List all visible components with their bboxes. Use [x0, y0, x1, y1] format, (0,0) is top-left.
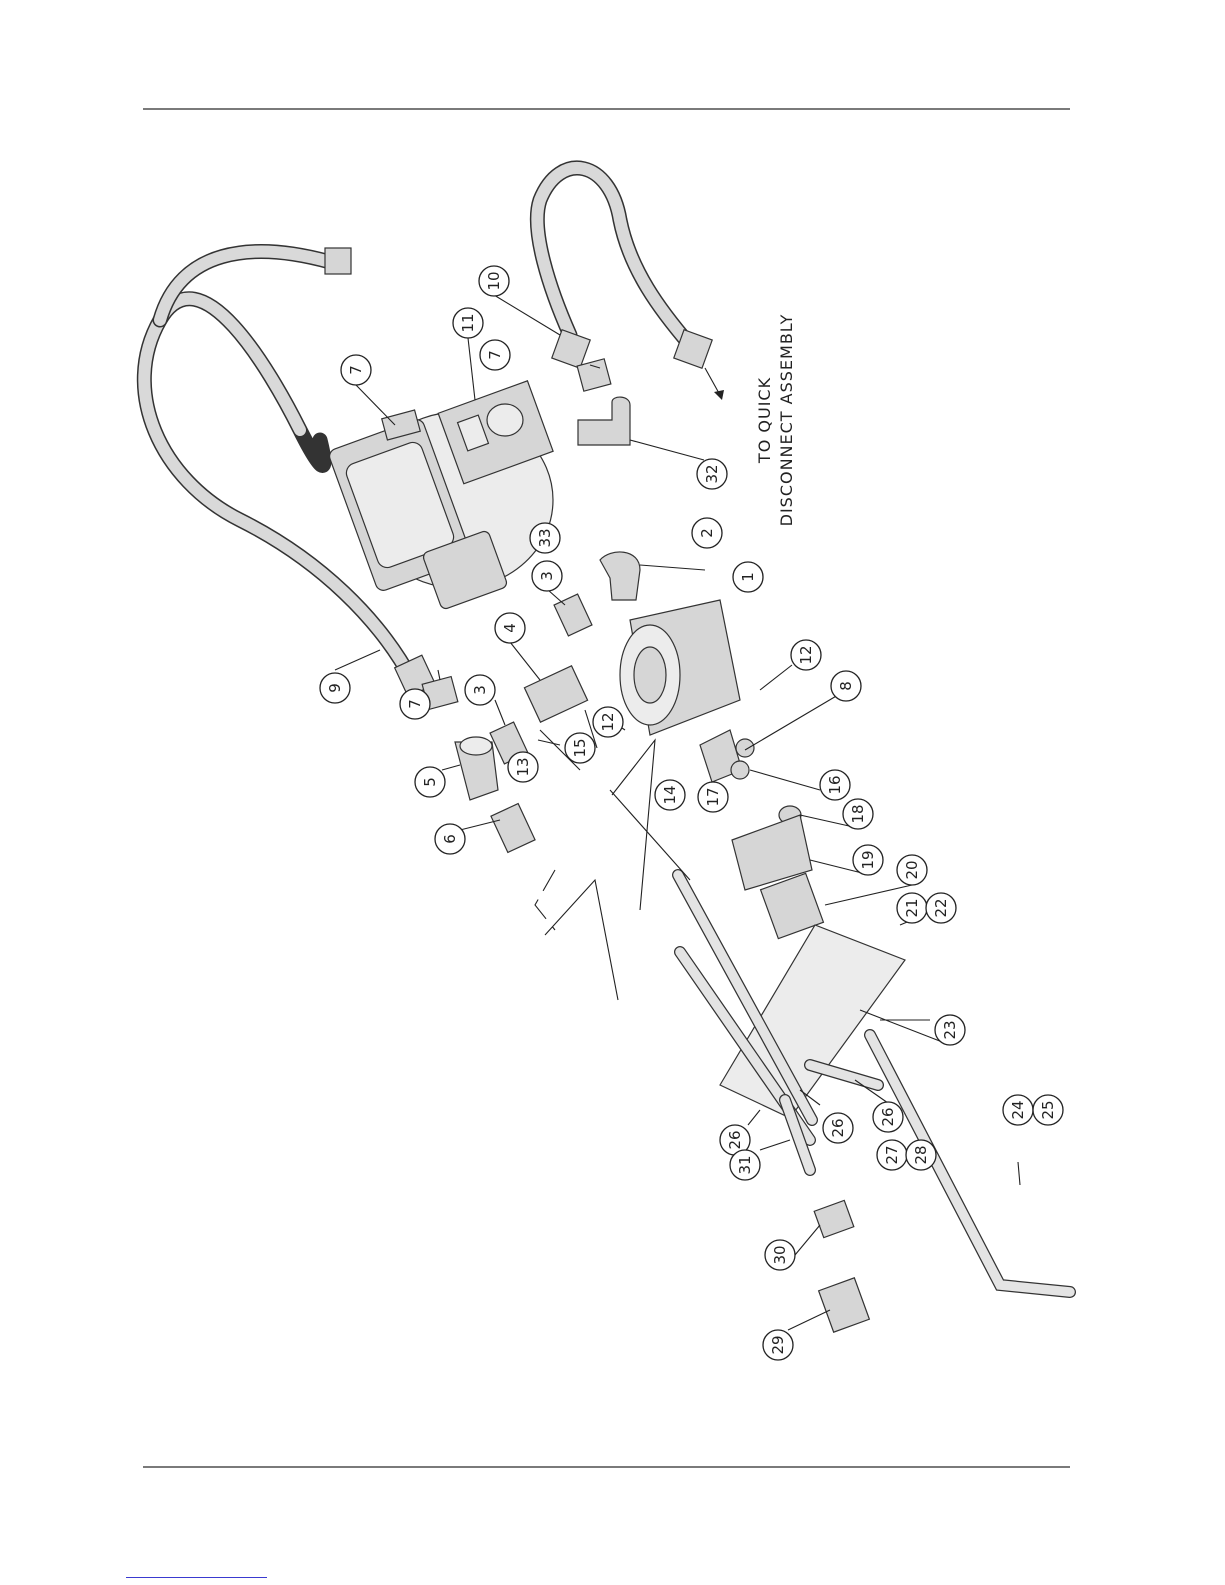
svg-text:7: 7	[347, 365, 365, 375]
callout-3a: 3	[532, 561, 562, 591]
svg-text:24: 24	[1009, 1100, 1027, 1119]
svg-text:16: 16	[826, 775, 844, 794]
callout-13: 13	[508, 752, 538, 782]
annotation-text: TO QUICK DISCONNECT ASSEMBLY	[755, 314, 796, 527]
callout-30: 30	[765, 1240, 795, 1270]
callout-33: 33	[530, 523, 560, 553]
break-lines	[535, 740, 655, 1000]
svg-text:7: 7	[486, 350, 504, 360]
svg-text:27: 27	[883, 1145, 901, 1164]
callout-6: 6	[435, 824, 465, 854]
callout-27: 27	[877, 1140, 907, 1170]
callout-2: 2	[692, 518, 722, 548]
callout-22: 22	[926, 893, 956, 923]
callout-5: 5	[415, 767, 445, 797]
svg-text:10: 10	[485, 271, 503, 290]
svg-text:15: 15	[571, 738, 589, 757]
svg-text:26: 26	[726, 1130, 744, 1149]
callout-9: 9	[320, 673, 350, 703]
svg-text:26: 26	[829, 1118, 847, 1137]
elbow-32	[578, 397, 630, 445]
hose-upper	[160, 248, 351, 320]
hose-10	[537, 168, 712, 368]
callout-15: 15	[565, 733, 595, 763]
callout-28: 28	[906, 1140, 936, 1170]
annotation-line-2: DISCONNECT ASSEMBLY	[777, 314, 796, 527]
callout-16: 16	[820, 770, 850, 800]
callout-12b: 12	[791, 640, 821, 670]
svg-text:28: 28	[912, 1145, 930, 1164]
callout-10: 10	[479, 266, 509, 296]
arrow-to-quick-disconnect	[705, 368, 724, 400]
callout-14: 14	[655, 780, 685, 810]
svg-text:30: 30	[771, 1245, 789, 1264]
callout-4: 4	[495, 613, 525, 643]
svg-text:5: 5	[421, 777, 439, 787]
svg-text:8: 8	[837, 681, 855, 691]
callout-20: 20	[897, 855, 927, 885]
bracket-4	[524, 666, 587, 722]
svg-text:26: 26	[879, 1107, 897, 1126]
callout-25: 25	[1033, 1095, 1063, 1125]
svg-text:13: 13	[514, 757, 532, 776]
callout-18: 18	[843, 799, 873, 829]
callout-1: 1	[733, 562, 763, 592]
svg-text:32: 32	[703, 464, 721, 483]
svg-text:31: 31	[736, 1155, 754, 1174]
callout-19: 19	[853, 845, 883, 875]
svg-text:7: 7	[406, 699, 424, 709]
callout-7c: 7	[400, 689, 430, 719]
callout-11: 11	[453, 308, 483, 338]
callout-32: 32	[697, 459, 727, 489]
callout-29: 29	[763, 1330, 793, 1360]
callout-3b: 3	[465, 675, 495, 705]
callout-24: 24	[1003, 1095, 1033, 1125]
svg-text:12: 12	[797, 645, 815, 664]
svg-text:14: 14	[661, 785, 679, 804]
svg-text:9: 9	[326, 683, 344, 693]
callout-17: 17	[698, 782, 728, 812]
callout-23: 23	[935, 1015, 965, 1045]
svg-text:23: 23	[941, 1020, 959, 1039]
annotation-line-1: TO QUICK	[755, 377, 774, 464]
svg-text:11: 11	[459, 313, 477, 332]
callout-26b: 26	[823, 1113, 853, 1143]
svg-text:33: 33	[536, 528, 554, 547]
svg-text:22: 22	[932, 898, 950, 917]
fitting-29	[819, 1278, 870, 1332]
callout-26a: 26	[873, 1102, 903, 1132]
elbow-2	[600, 552, 640, 600]
svg-text:18: 18	[849, 804, 867, 823]
callout-12a: 12	[593, 707, 623, 737]
svg-text:12: 12	[599, 712, 617, 731]
callout-8: 8	[831, 671, 861, 701]
fitting-30	[814, 1200, 854, 1237]
svg-text:3: 3	[538, 571, 556, 581]
callout-31: 31	[730, 1150, 760, 1180]
callout-7: 7	[341, 355, 371, 385]
svg-text:6: 6	[441, 834, 459, 844]
callout-21: 21	[897, 893, 927, 923]
valve-body-1	[620, 600, 740, 735]
svg-text:25: 25	[1039, 1100, 1057, 1119]
svg-text:1: 1	[739, 572, 757, 582]
svg-text:3: 3	[471, 685, 489, 695]
svg-text:21: 21	[903, 898, 921, 917]
svg-text:29: 29	[769, 1335, 787, 1354]
tee-5	[455, 737, 498, 800]
svg-text:20: 20	[903, 860, 921, 879]
adapter-6	[491, 804, 535, 853]
svg-text:17: 17	[704, 787, 722, 806]
svg-text:4: 4	[501, 623, 519, 633]
callout-7b: 7	[480, 340, 510, 370]
svg-text:19: 19	[859, 850, 877, 869]
svg-text:2: 2	[698, 528, 716, 538]
